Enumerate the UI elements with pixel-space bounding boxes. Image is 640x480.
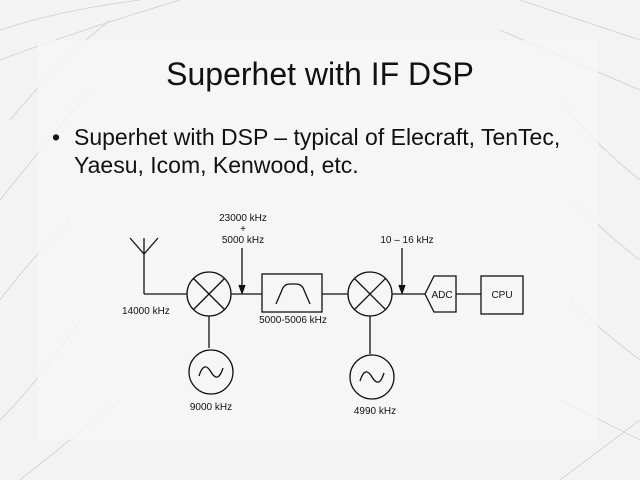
rf-input-label: 14000 kHz [122,306,170,317]
cpu-label: CPU [491,290,512,301]
oscillator-2-icon [349,354,395,400]
lo1-label-line2: + [240,224,246,235]
antenna-icon [129,237,159,294]
adc-label: ADC [431,290,452,301]
mixer-1-icon [186,271,232,317]
filter-label: 5000-5006 kHz [259,315,327,326]
bandpass-filter-icon [261,273,323,313]
lo1-arrow-head [238,284,246,295]
second-if-arrow-head [398,284,406,295]
second-if-label: 10 – 16 kHz [380,235,433,246]
lo1-label-line3: 5000 kHz [222,235,264,246]
oscillator-1-label: 9000 kHz [190,402,232,413]
mixer-2-icon [347,271,393,317]
lo1-label-line1: 23000 kHz [219,213,267,224]
bullet-text: Superhet with DSP – typical of Elecraft,… [74,124,561,178]
oscillator-1-icon [188,349,234,395]
cpu-block [480,275,524,315]
oscillator-2-label: 4990 kHz [354,406,396,417]
slide-title: Superhet with IF DSP [166,56,474,92]
bullet-marker: • [52,124,61,150]
